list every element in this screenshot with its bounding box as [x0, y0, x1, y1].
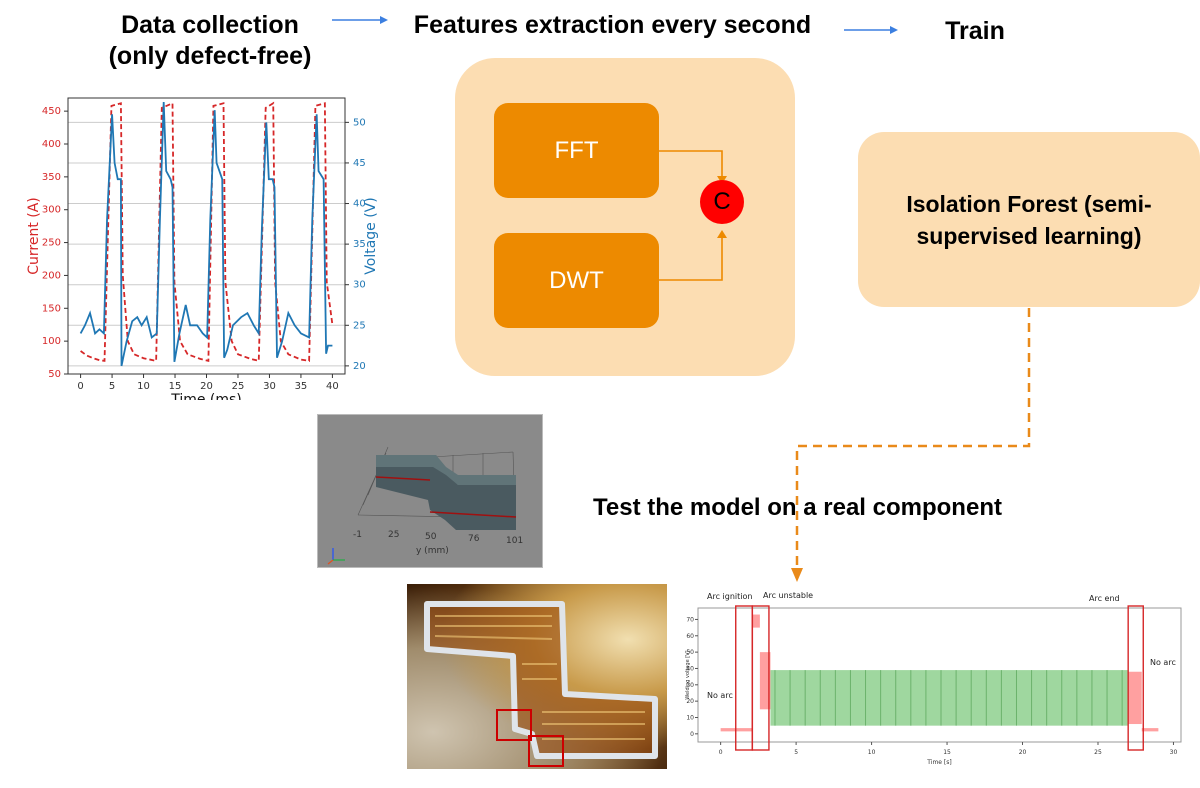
y2-tick-label: 20 [353, 361, 366, 372]
model-label: Isolation Forest (semi-supervised learni… [906, 190, 1152, 249]
flow-arrow-1 [332, 16, 388, 24]
y-tick-label: 450 [42, 106, 61, 117]
cad-tick: 76 [468, 534, 480, 544]
x-tick-label: 35 [295, 381, 308, 392]
current-voltage-chart: 0 5 10 15 20 25 30 35 40 50 100 150 200 250 300 350 400 4… [26, 97, 379, 400]
concat-node: C [700, 180, 744, 224]
y-tick-label: 150 [42, 303, 61, 314]
x-tick-label: 40 [326, 381, 339, 392]
annotation-no-arc: No arc [1150, 658, 1176, 667]
y-tick-label: 10 [686, 714, 694, 721]
y-tick-label: 300 [42, 205, 61, 216]
region-anomaly [1128, 671, 1142, 725]
highlight-box [751, 605, 770, 751]
fft-label: FFT [554, 136, 599, 164]
y2-tick-label: 35 [353, 239, 366, 250]
y-tick-label: 40 [686, 665, 694, 672]
y-tick-label: 200 [42, 270, 61, 281]
cad-view: -1 25 50 76 101 y (mm) [317, 414, 543, 568]
x-tick-label: 10 [137, 381, 150, 392]
concat-label: C [713, 188, 731, 215]
y-axis-label: Welding voltage [V] [685, 650, 691, 699]
dwt-block: DWT [494, 233, 659, 328]
region-anomaly [1141, 728, 1159, 732]
x-tick-label: 0 [719, 749, 723, 756]
y2-tick-label: 25 [353, 320, 366, 331]
x-tick-label: 30 [263, 381, 276, 392]
y-tick-label: 250 [42, 238, 61, 249]
y-tick-label: 400 [42, 139, 61, 150]
y-tick-label: 100 [42, 336, 61, 347]
annotation-arc-end: Arc end [1089, 594, 1120, 603]
cad-tick: 101 [506, 536, 523, 546]
isolation-forest-panel: Isolation Forest (semi-supervised learni… [858, 132, 1200, 307]
stage-test: Test the model on a real component [593, 494, 1002, 521]
region-anomaly [752, 614, 760, 628]
weld-bead-render [424, 601, 658, 767]
y-tick-label: 70 [686, 616, 694, 623]
y2-tick-label: 30 [353, 280, 366, 291]
y2-tick-label: 50 [353, 117, 366, 128]
cad-model-render: -1 25 50 76 101 y (mm) [327, 446, 523, 565]
x-tick-label: 15 [169, 381, 182, 392]
region-normal [770, 670, 1129, 726]
cad-tick: 50 [425, 532, 437, 542]
annotation-arc-unstable: Arc unstable [763, 591, 813, 600]
x-tick-label: 20 [1019, 749, 1027, 756]
annotation-arc-ignition: Arc ignition [707, 592, 752, 601]
y2-axis-label: Voltage (V) [363, 197, 379, 274]
cad-tick: -1 [353, 530, 362, 540]
y-tick-label: 50 [686, 649, 694, 656]
region-anomaly [720, 728, 753, 732]
region-anomaly [759, 652, 771, 710]
stage-features-extraction: Features extraction every second [413, 11, 812, 39]
x-axis-label: Time (ms) [170, 392, 242, 400]
x-tick-label: 25 [232, 381, 245, 392]
stage-train: Train [945, 17, 1005, 45]
series-current [80, 101, 334, 362]
cad-axis-y-label: y (mm) [416, 546, 449, 556]
x-tick-label: 5 [109, 381, 115, 392]
defect-box [496, 709, 532, 741]
y2-tick-label: 40 [353, 199, 366, 210]
cad-tick: 25 [388, 530, 399, 540]
x-tick-label: 25 [1094, 749, 1102, 756]
fft-block: FFT [494, 103, 659, 198]
x-tick-label: 10 [868, 749, 876, 756]
x-axis-label: Time [s] [926, 759, 951, 766]
annotation-no-arc: No arc [707, 691, 733, 700]
y-tick-label: 30 [686, 682, 694, 689]
defect-box [528, 735, 564, 767]
x-tick-label: 20 [200, 381, 213, 392]
stage-data-collection: Data collection (only defect-free) [108, 11, 312, 70]
series-voltage [79, 102, 333, 367]
x-tick-label: 15 [943, 749, 951, 756]
y-tick-label: 60 [686, 633, 694, 640]
dwt-label: DWT [549, 266, 604, 294]
y-tick-label: 350 [42, 172, 61, 183]
x-tick-label: 0 [77, 381, 83, 392]
weld-photo [407, 584, 667, 769]
y-tick-label: 50 [48, 369, 61, 380]
y-tick-label: 0 [690, 731, 694, 738]
y-tick-label: 20 [686, 698, 694, 705]
x-tick-label: 30 [1170, 749, 1178, 756]
y2-tick-label: 45 [353, 158, 366, 169]
x-tick-label: 5 [794, 749, 798, 756]
flow-arrow-2 [844, 26, 898, 34]
dashed-connector [791, 308, 1031, 582]
y-axis-label: Current (A) [26, 197, 42, 275]
highlight-box [1127, 605, 1144, 751]
